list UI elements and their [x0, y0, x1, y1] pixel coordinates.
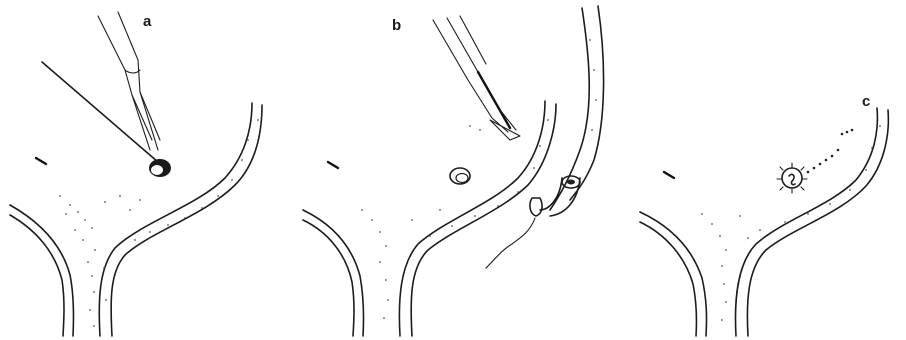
panel-b: b [303, 6, 604, 336]
panel-a-label: a [143, 13, 152, 30]
panel-c-right-wall-inner [735, 108, 877, 336]
panel-c-right-wall-outer [747, 110, 888, 336]
panel-b-label: b [392, 17, 401, 34]
panel-b-suture-thread [486, 218, 535, 268]
panel-b-instrument-blade-1 [433, 20, 508, 132]
panel-b-left-wall-inner [303, 220, 354, 336]
panel-a-forceps-tip [132, 92, 158, 150]
panel-b-instrument-blade-3 [460, 16, 486, 64]
panel-b-arrow-mark [328, 162, 338, 168]
panel-c: c [640, 93, 888, 336]
panel-a-left-wall-inner [10, 215, 64, 336]
panel-a-forceps-inner [125, 70, 140, 73]
panel-a: a [10, 12, 262, 336]
panel-b-far-wall-inner [570, 6, 604, 200]
panel-a-ostium-lumen [151, 165, 163, 175]
panel-b-instrument-blade-2 [447, 18, 516, 130]
panel-a-right-wall-inner [99, 103, 252, 336]
panel-c-left-wall-inner [640, 222, 697, 336]
panel-c-label: c [862, 93, 870, 110]
panel-a-arrow-mark [36, 158, 46, 164]
panel-b-right-wall-inner [399, 101, 545, 336]
panel-c-stipple [701, 125, 881, 321]
panel-c-ostium-center [789, 174, 795, 184]
panel-b-ring-lumen [456, 174, 468, 183]
panel-c-arrow-mark [664, 172, 674, 178]
panel-b-stump [530, 198, 542, 216]
panel-b-tube-lumen [567, 180, 575, 185]
panel-b-tube-body [540, 178, 580, 216]
panel-a-stipple [59, 119, 259, 327]
panel-c-suture-line [807, 129, 854, 174]
panel-a-right-wall-outer [111, 105, 262, 336]
panel-a-guide-wire [42, 62, 158, 162]
panel-a-forceps-outer-1 [98, 16, 152, 140]
panel-a-forceps-outer-2 [118, 12, 160, 140]
